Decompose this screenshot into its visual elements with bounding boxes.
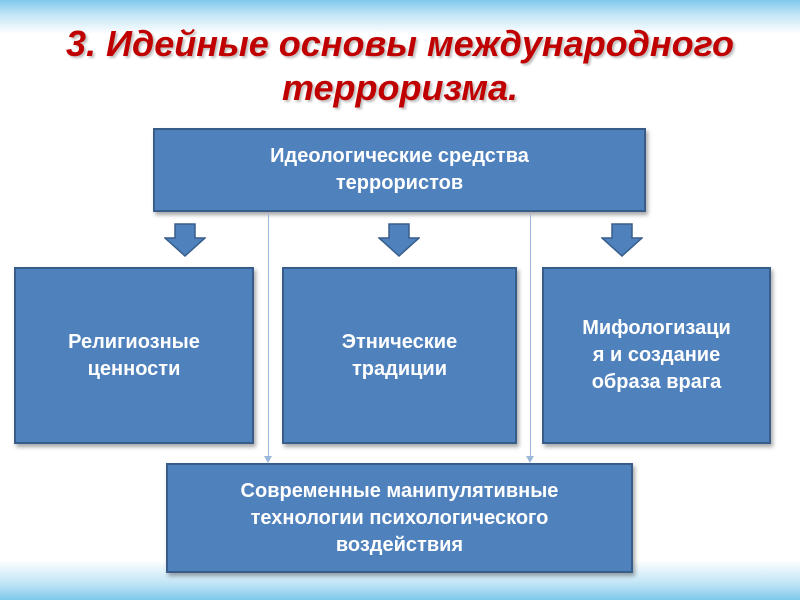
slide-title: 3. Идейные основы международного террори… (20, 22, 780, 110)
down-block-arrow-icon (164, 223, 206, 257)
arrowhead-icon (264, 456, 272, 463)
box-bottom-line-2: технологии психологического (250, 506, 549, 529)
box-bottom-line-1: Современные манипулятивные (240, 479, 559, 502)
box-top-line-1: Идеологические средства (270, 145, 529, 167)
arrowhead-icon (526, 456, 534, 463)
connector-arrow-left (264, 214, 272, 463)
down-block-arrow-icon (378, 223, 420, 257)
title-line-2: терроризма. (281, 67, 519, 108)
background-top-band (0, 0, 800, 34)
box-right-line-1: Мифологизаци (582, 317, 731, 339)
down-block-arrow-icon (601, 223, 643, 257)
box-religious-values: Религиозные ценности (14, 267, 254, 444)
box-ethnic-traditions: Этнические традиции (282, 267, 517, 444)
box-manipulative-technologies: Современные манипулятивные технологии пс… (166, 463, 633, 573)
box-mid-line-2: традиции (351, 357, 447, 380)
box-bottom-line-3: воздействия (335, 533, 464, 556)
box-ideological-means: Идеологические средства террористов (153, 128, 646, 212)
box-right-line-2: я и создание (592, 344, 721, 366)
connector-arrow-right (526, 214, 534, 463)
box-left-line-1: Религиозные (68, 330, 200, 353)
box-right-line-3: образа врага (591, 371, 722, 393)
box-top-line-2: террористов (335, 172, 464, 194)
box-left-line-2: ценности (87, 357, 181, 380)
box-mid-line-1: Этнические (341, 330, 458, 353)
title-line-1: 3. Идейные основы международного (66, 23, 734, 64)
box-mythologization: Мифологизаци я и создание образа врага (542, 267, 771, 444)
